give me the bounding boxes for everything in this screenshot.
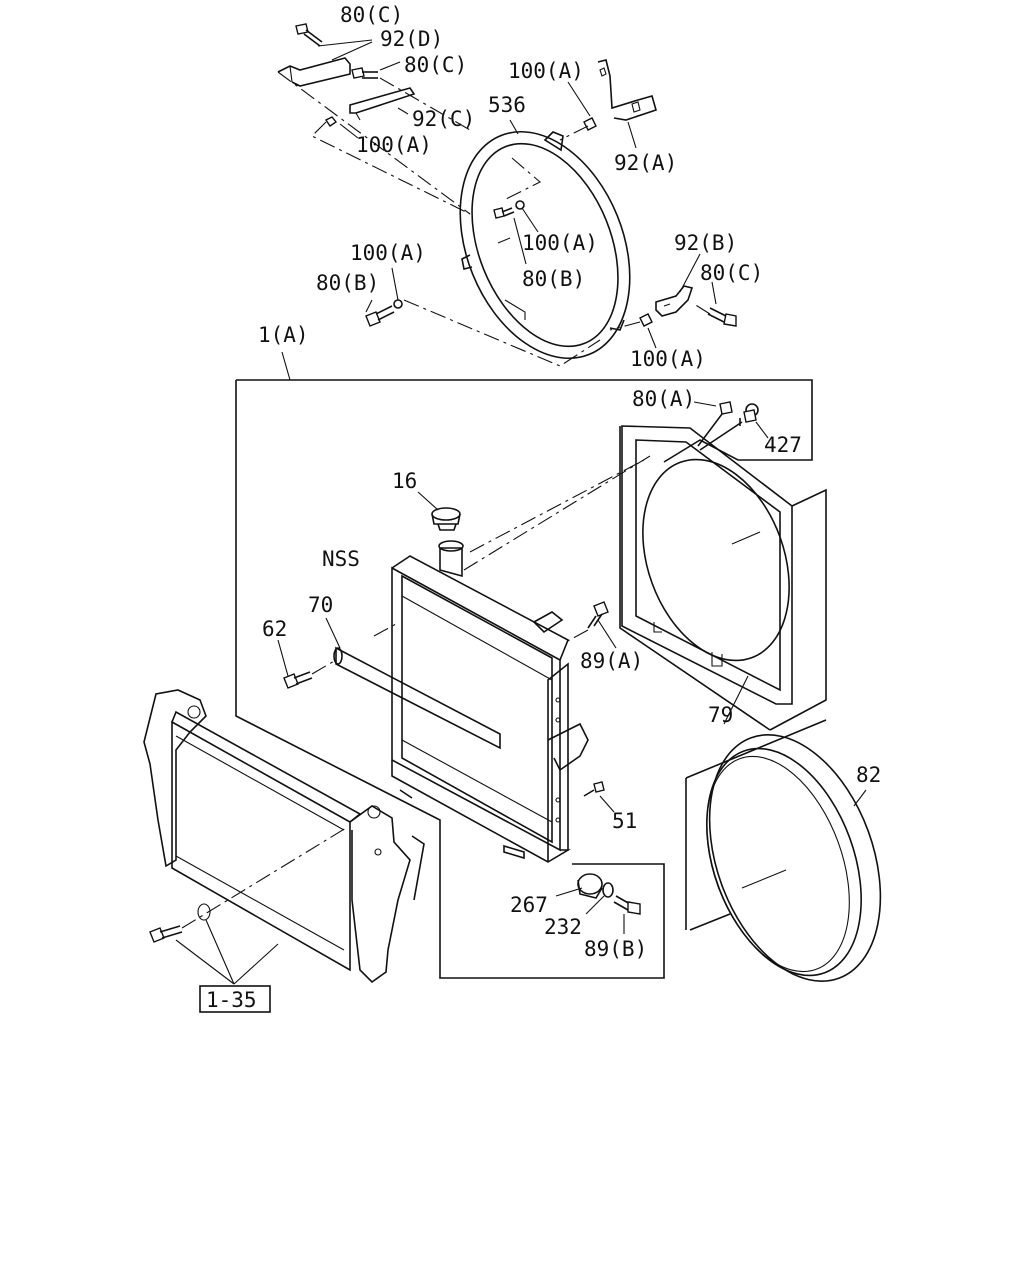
bolt-89b <box>613 895 641 934</box>
ref-1-35-leaders <box>175 919 279 1013</box>
callout-labels: 80(C) 92(D) 80(C) 92(C) 100(A) 100(A) 53… <box>206 3 881 1012</box>
label-82: 82 <box>856 763 881 787</box>
radiator-core <box>391 540 589 863</box>
label-232: 232 <box>544 915 582 939</box>
bracket-92b <box>655 285 694 317</box>
label-70: 70 <box>308 593 333 617</box>
label-89b: 89(B) <box>584 937 647 961</box>
nut-100a-right <box>583 117 597 131</box>
label-100a-upper-left: 100(A) <box>356 133 432 157</box>
bolt-62 <box>277 623 397 689</box>
label-100a-lower-left: 100(A) <box>350 241 426 265</box>
label-92b: 92(B) <box>674 231 737 255</box>
stay-bar-70 <box>325 617 501 750</box>
bracket-92a <box>597 59 657 121</box>
label-80c-right: 80(C) <box>700 261 763 285</box>
bolt-intercooler <box>149 827 347 943</box>
label-80b-lower: 80(B) <box>316 271 379 295</box>
label-62: 62 <box>262 617 287 641</box>
bolt-80c-second <box>351 67 378 79</box>
bolt-80b-lower <box>365 299 403 327</box>
radiator-cap-16 <box>417 491 461 531</box>
bracket-92c <box>349 87 416 121</box>
label-51: 51 <box>612 809 637 833</box>
shroud-frame-79 <box>619 418 827 731</box>
washer-232 <box>585 882 614 915</box>
label-267: 267 <box>510 893 548 917</box>
bolt-89a <box>565 601 617 649</box>
label-16: 16 <box>392 469 417 493</box>
fan-ring-82 <box>685 719 882 983</box>
radiator-alignment-lines <box>463 455 651 571</box>
bolt-51 <box>583 781 615 813</box>
intercooler-1-35 <box>143 689 425 984</box>
label-80b-inner: 80(B) <box>522 267 585 291</box>
nut-100a-lower-right <box>639 313 653 327</box>
label-89a: 89(A) <box>580 649 643 673</box>
label-nss: NSS <box>322 547 360 571</box>
label-80a: 80(A) <box>632 387 695 411</box>
label-92a: 92(A) <box>614 151 677 175</box>
label-1a: 1(A) <box>258 323 309 347</box>
label-79: 79 <box>708 703 733 727</box>
nut-100a-upper-left <box>324 116 338 127</box>
label-92c: 92(C) <box>412 107 475 131</box>
bolt-427 <box>699 403 769 451</box>
label-1-35: 1-35 <box>206 988 257 1012</box>
bushing-267 <box>555 873 603 899</box>
label-536: 536 <box>488 93 526 117</box>
label-427: 427 <box>764 433 802 457</box>
label-100a-upper-right: 100(A) <box>508 59 584 83</box>
group-box-1a <box>235 351 813 979</box>
label-80c-top: 80(C) <box>340 3 403 27</box>
bolt-80c-top <box>295 23 323 47</box>
label-92d: 92(D) <box>380 27 443 51</box>
bracket-92d <box>277 57 351 87</box>
upper-leaders <box>277 39 717 367</box>
bolt-80c-right <box>707 307 737 327</box>
label-80c-second: 80(C) <box>404 53 467 77</box>
label-100a-lower-right: 100(A) <box>630 347 706 371</box>
bolt-80b-inner <box>493 200 525 219</box>
label-100a-inner: 100(A) <box>522 231 598 255</box>
fan-shroud-536 <box>459 130 631 360</box>
bolt-80a <box>693 401 733 447</box>
